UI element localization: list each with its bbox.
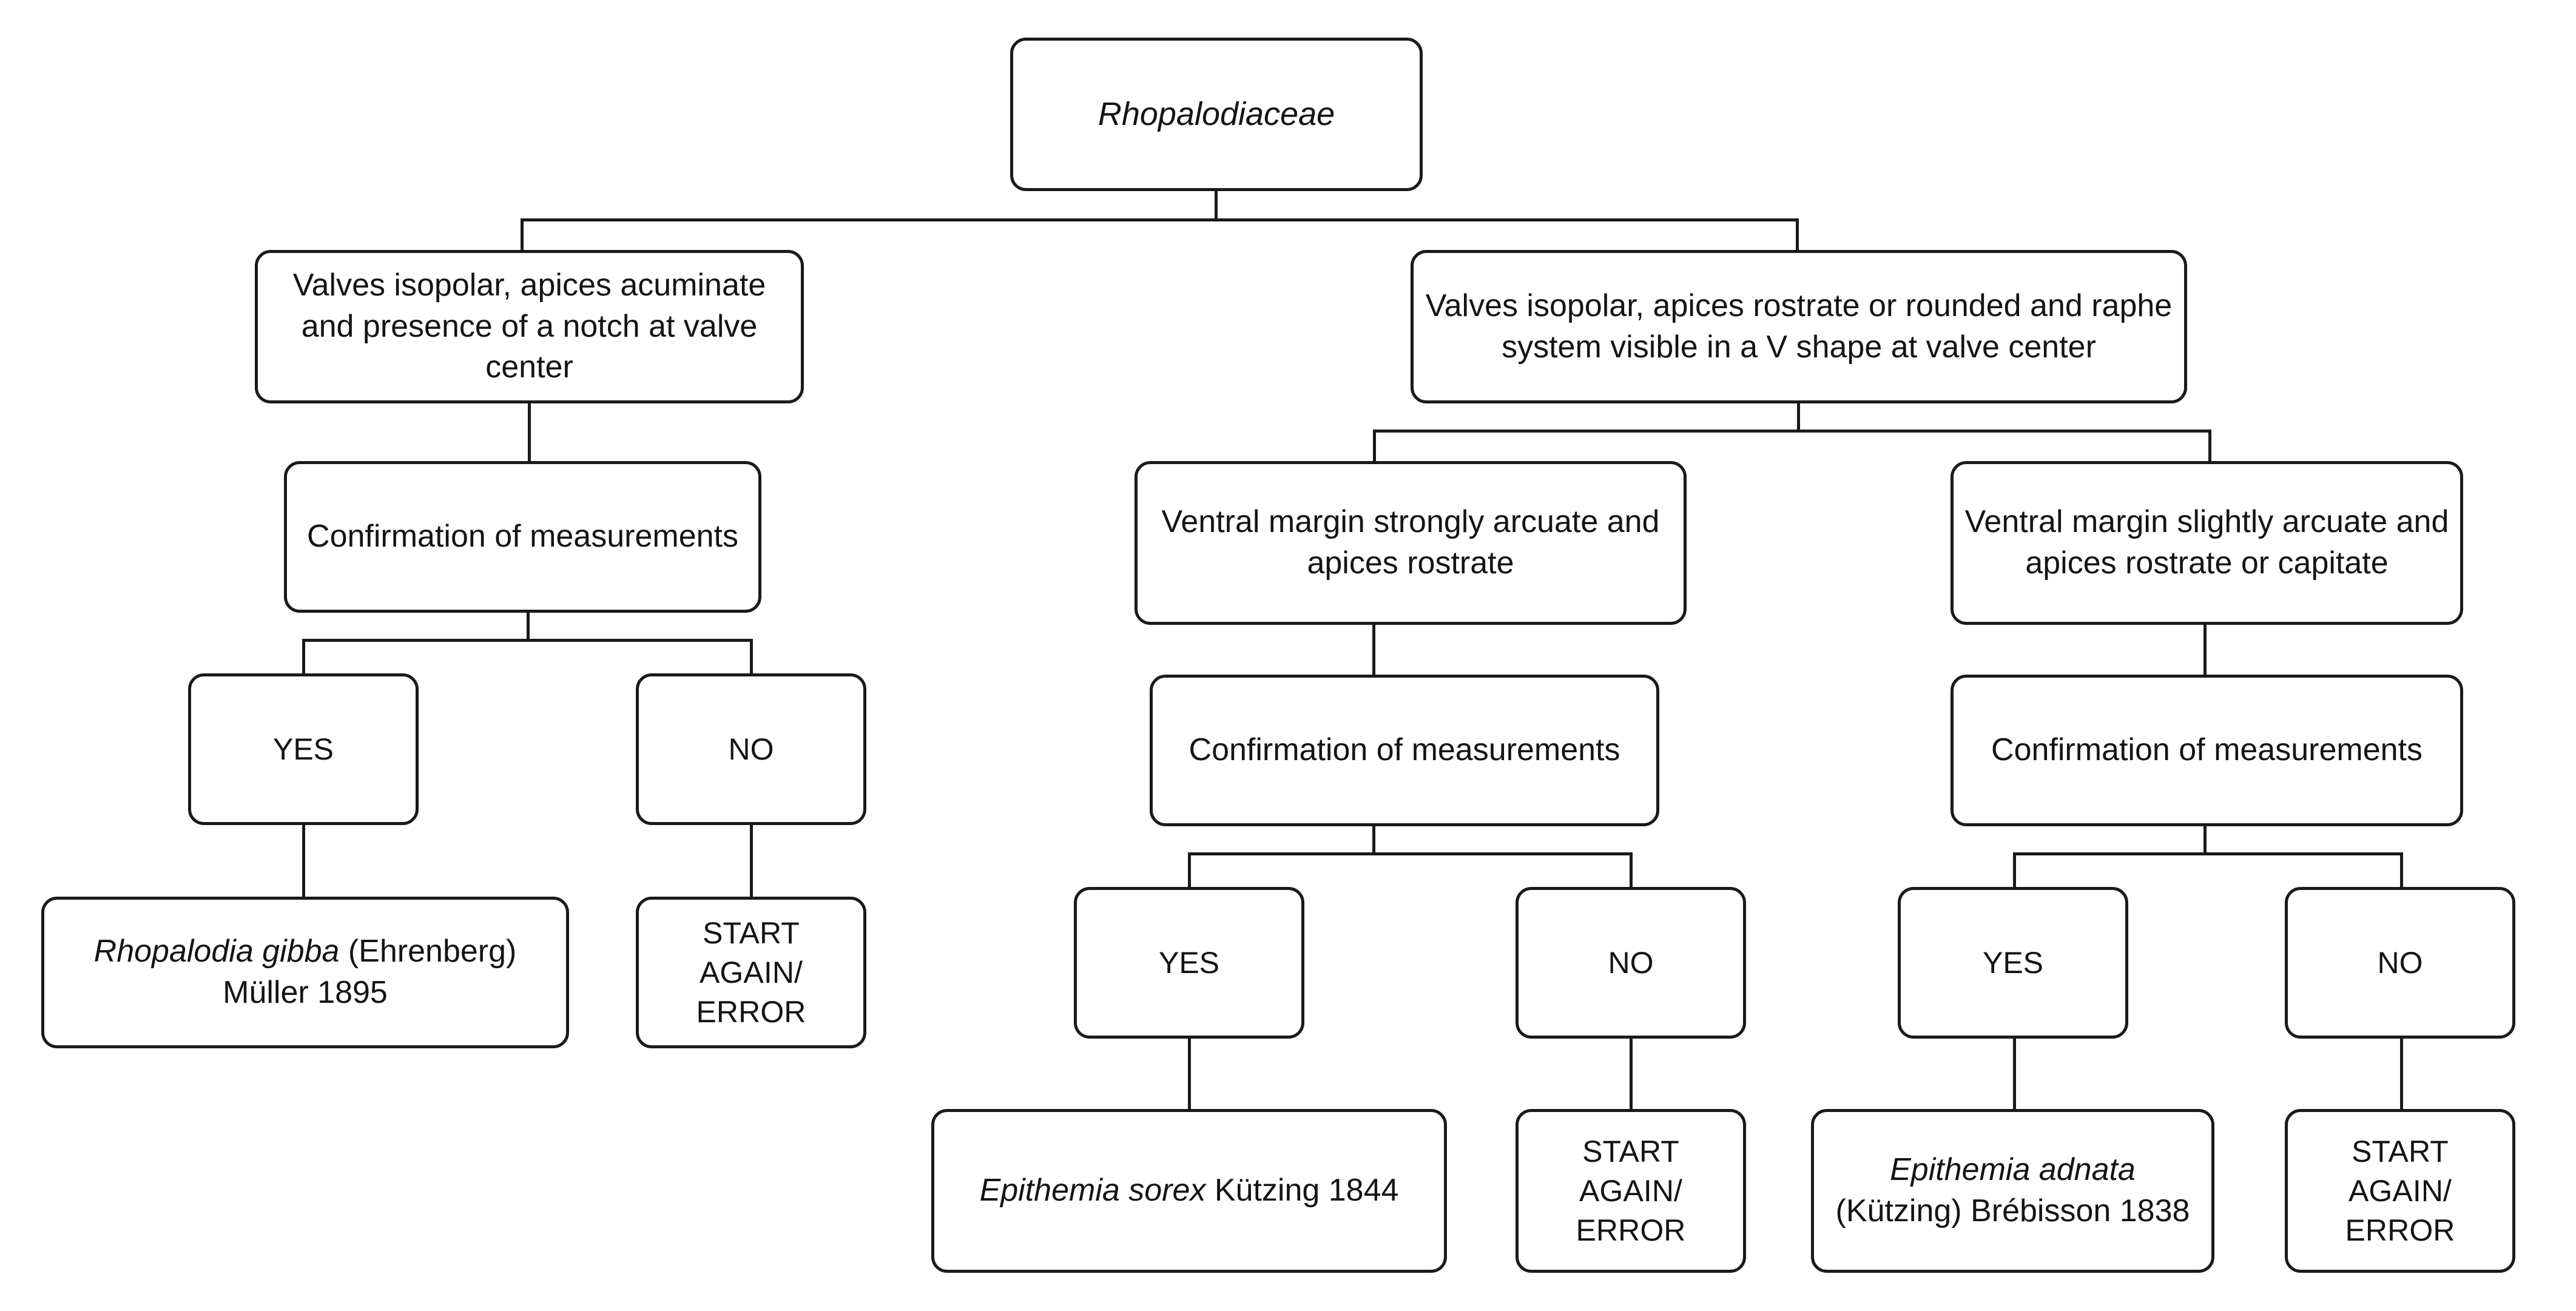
connector-right-conf-to-no xyxy=(2400,852,2403,889)
node-taxon-left-label: Rhopalodia gibba (Ehrenberg) Müller 1895 xyxy=(55,931,555,1013)
node-no-right[interactable]: NO xyxy=(2285,887,2515,1039)
connector-no-right-to-error xyxy=(2400,1039,2403,1110)
node-taxon-left-italic: Rhopalodia gibba xyxy=(93,934,340,969)
connector-mid-conf-bar xyxy=(1189,852,1632,855)
node-no-left[interactable]: NO xyxy=(636,673,866,825)
connector-root-bar xyxy=(522,218,1799,221)
node-taxon-right-label: Epithemia adnata (Kützing) Brébisson 183… xyxy=(1825,1150,2200,1232)
node-taxon-left-authority: (Ehrenberg) Müller 1895 xyxy=(223,934,517,1010)
node-no-mid[interactable]: NO xyxy=(1516,887,1746,1039)
connector-root-to-left xyxy=(521,218,524,250)
connector-left-conf-stem xyxy=(527,613,530,640)
node-taxon-left[interactable]: Rhopalodia gibba (Ehrenberg) Müller 1895 xyxy=(41,897,569,1048)
connector-mid-conf-to-yes xyxy=(1188,852,1191,889)
node-yes-mid[interactable]: YES xyxy=(1074,887,1304,1039)
node-confirmation-mid-label: Confirmation of measurements xyxy=(1189,732,1620,768)
node-criterion-mid[interactable]: Ventral margin strongly arcuate and apic… xyxy=(1135,461,1687,625)
node-criterion-right-label: Valves isopolar, apices rostrate or roun… xyxy=(1425,288,2173,365)
connector-mid-crit-to-conf xyxy=(1372,625,1375,675)
connector-right2-crit-to-conf xyxy=(2203,625,2207,675)
connector-root-stem xyxy=(1215,191,1218,220)
connector-to-mid-branch xyxy=(1373,430,1376,461)
connector-left-conf-bar xyxy=(303,639,752,642)
connector-left-conf-to-no xyxy=(750,639,753,675)
node-taxon-mid-italic: Epithemia sorex xyxy=(979,1173,1206,1208)
node-error-mid-label: START AGAIN/ ERROR xyxy=(1576,1134,1686,1247)
connector-no-mid-to-error xyxy=(1630,1039,1633,1110)
node-confirmation-left[interactable]: Confirmation of measurements xyxy=(284,461,761,613)
node-no-mid-label: NO xyxy=(1608,945,1654,980)
node-confirmation-left-label: Confirmation of measurements xyxy=(307,519,738,554)
node-taxon-right-authority: (Kützing) Brébisson 1838 xyxy=(1835,1193,2190,1228)
node-no-right-label: NO xyxy=(2377,945,2423,980)
connector-to-right-branch xyxy=(2208,430,2211,461)
connector-yes-left-to-taxon xyxy=(302,825,305,898)
node-criterion-right[interactable]: Valves isopolar, apices rostrate or roun… xyxy=(1411,250,2187,403)
node-root-rhopalodiaceae[interactable]: Rhopalodiaceae xyxy=(1010,38,1423,191)
node-confirmation-right-label: Confirmation of measurements xyxy=(1991,732,2423,768)
connector-left-conf-to-yes xyxy=(302,639,305,675)
node-criterion-right2-label: Ventral margin slightly arcuate and apic… xyxy=(1964,504,2449,581)
connector-left-crit-to-conf xyxy=(528,403,531,461)
node-no-left-label: NO xyxy=(728,732,774,766)
node-error-mid[interactable]: START AGAIN/ ERROR xyxy=(1516,1109,1746,1273)
connector-no-left-to-error xyxy=(750,825,753,898)
node-yes-left[interactable]: YES xyxy=(188,673,419,825)
node-yes-left-label: YES xyxy=(272,732,334,766)
node-yes-right-label: YES xyxy=(1982,945,2044,980)
node-criterion-right2[interactable]: Ventral margin slightly arcuate and apic… xyxy=(1951,461,2463,625)
node-yes-mid-label: YES xyxy=(1158,945,1220,980)
node-error-right[interactable]: START AGAIN/ ERROR xyxy=(2285,1109,2515,1273)
connector-right-crit-bar xyxy=(1374,430,2211,433)
connector-right-conf-bar xyxy=(2014,852,2402,855)
node-confirmation-right[interactable]: Confirmation of measurements xyxy=(1951,675,2463,826)
node-error-left[interactable]: START AGAIN/ ERROR xyxy=(636,897,866,1048)
node-confirmation-mid[interactable]: Confirmation of measurements xyxy=(1150,675,1659,826)
node-criterion-left-label: Valves isopolar, apices acuminate and pr… xyxy=(292,268,766,385)
connector-yes-right-to-taxon xyxy=(2013,1039,2016,1110)
node-error-left-label: START AGAIN/ ERROR xyxy=(696,915,806,1029)
node-criterion-left[interactable]: Valves isopolar, apices acuminate and pr… xyxy=(255,250,804,403)
node-error-right-label: START AGAIN/ ERROR xyxy=(2345,1134,2455,1247)
connector-root-to-right xyxy=(1796,218,1799,250)
node-taxon-mid[interactable]: Epithemia sorex Kützing 1844 xyxy=(931,1109,1447,1273)
connector-mid-conf-stem xyxy=(1372,826,1375,854)
node-criterion-mid-label: Ventral margin strongly arcuate and apic… xyxy=(1161,504,1660,581)
node-taxon-right-italic: Epithemia adnata xyxy=(1890,1152,2136,1188)
connector-right-crit-stem xyxy=(1797,403,1800,431)
node-taxon-right[interactable]: Epithemia adnata (Kützing) Brébisson 183… xyxy=(1811,1109,2214,1273)
connector-mid-conf-to-no xyxy=(1630,852,1633,889)
connector-right-conf-stem xyxy=(2203,826,2207,854)
node-taxon-mid-label: Epithemia sorex Kützing 1844 xyxy=(945,1170,1433,1212)
node-root-label: Rhopalodiaceae xyxy=(1097,96,1335,133)
node-taxon-mid-authority: Kützing 1844 xyxy=(1205,1173,1399,1208)
connector-right-conf-to-yes xyxy=(2013,852,2016,889)
connector-yes-mid-to-taxon xyxy=(1188,1039,1191,1110)
node-yes-right[interactable]: YES xyxy=(1898,887,2128,1039)
